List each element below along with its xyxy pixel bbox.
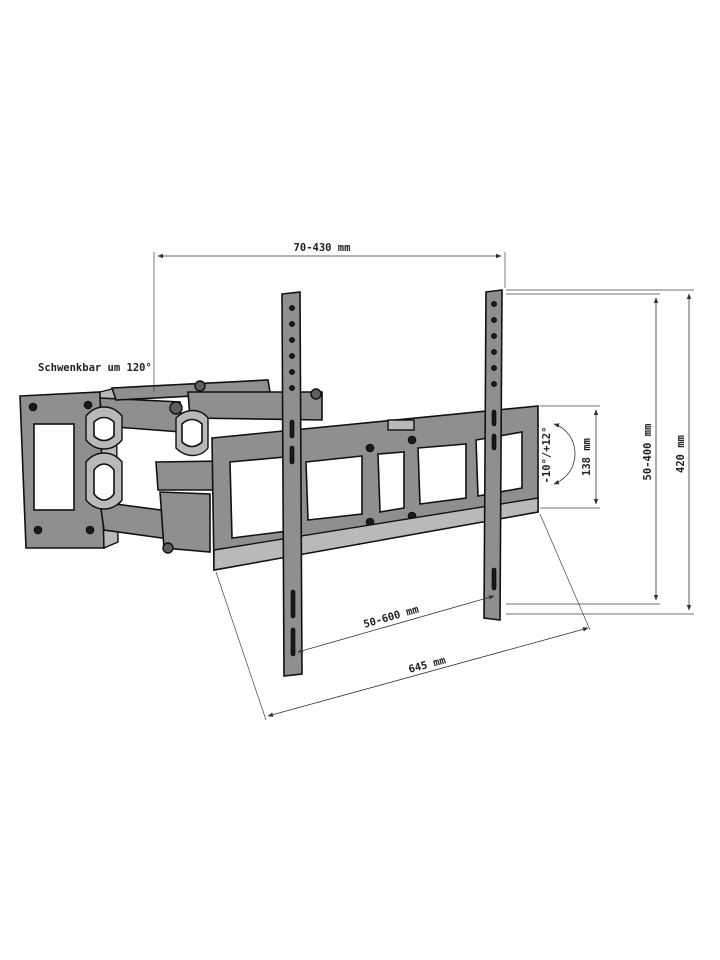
label-arm-height: 138 mm [581, 438, 593, 476]
label-vesa-height: 50-400 mm [642, 424, 654, 481]
label-vesa-width: 50-600 mm [362, 604, 420, 631]
dimension-width-range: 70-430 mm [153, 242, 506, 392]
dimension-vesa-width: 50-600 mm [297, 595, 495, 653]
label-total-height: 420 mm [675, 435, 687, 473]
vertical-bracket-right [483, 289, 503, 621]
label-width-range: 70-430 mm [294, 242, 351, 254]
dimension-vesa-height: 50-400 mm [506, 293, 660, 605]
arm-hinge-brackets [85, 406, 209, 510]
dimension-total-height: 420 mm [506, 289, 694, 615]
tilt-indicator: -10°/+12° [541, 423, 576, 485]
label-tilt: -10°/+12° [541, 427, 553, 484]
label-swivel: Schwenkbar um 120° [38, 362, 152, 374]
dimension-arm-height: 138 mm [540, 405, 600, 509]
vertical-bracket-left [281, 291, 303, 677]
